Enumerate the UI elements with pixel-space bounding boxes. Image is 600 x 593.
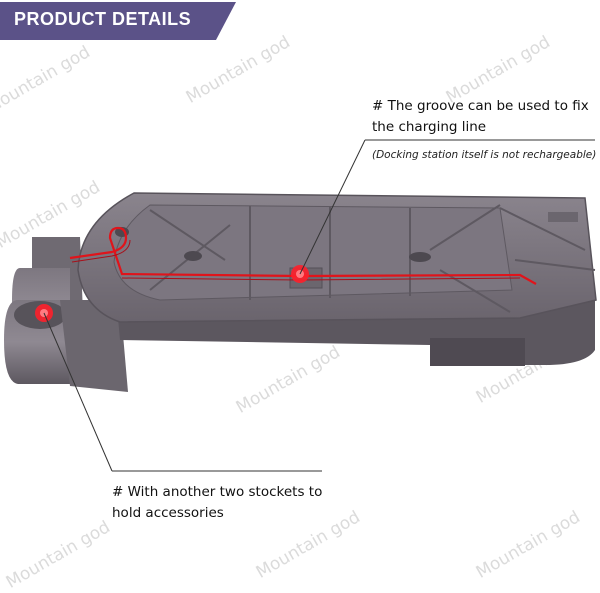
page-title: PRODUCT DETAILS [14, 9, 192, 29]
groove-callout-line1: # The groove can be used to fix [372, 98, 589, 114]
docking-note: (Docking station itself is not rechargea… [372, 149, 597, 161]
groove-callout-line2: the charging line [372, 119, 487, 135]
sockets-leader-line [43, 312, 322, 472]
groove-leader-line [299, 139, 595, 275]
sockets-callout-line2: hold accessories [112, 505, 224, 521]
sockets-callout: # With another two stockets to hold acce… [112, 482, 372, 524]
charging-line-groove [69, 226, 537, 285]
header-banner [0, 2, 236, 40]
sockets-callout-line1: # With another two stockets to [112, 484, 323, 500]
groove-callout: # The groove can be used to fix the char… [372, 96, 592, 138]
